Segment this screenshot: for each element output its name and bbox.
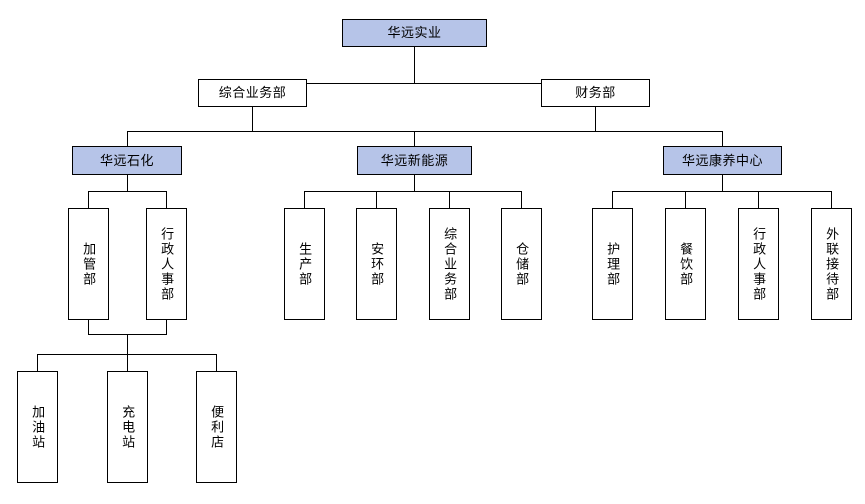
connector-newenergy-stem <box>414 174 415 191</box>
connector-drop-convenience-store <box>216 354 217 371</box>
node-division-healthcare[interactable]: 华远康养中心 <box>663 146 782 175</box>
node-staff-finance[interactable]: 财务部 <box>541 79 650 107</box>
node-petrochem-fuel-management[interactable]: 加管部 <box>68 208 109 320</box>
connector-drop-hc-admin-hr <box>758 191 759 208</box>
connector-drop-healthcare <box>722 131 723 146</box>
node-healthcare-nursing[interactable]: 护理部 <box>592 208 633 320</box>
node-root-huayuan-industrial[interactable]: 华远实业 <box>342 19 487 47</box>
node-newenergy-general-affairs[interactable]: 综合业务部 <box>429 208 470 320</box>
connector-healthcare-stem <box>722 174 723 191</box>
connector-drop-warehouse <box>521 191 522 208</box>
node-healthcare-catering[interactable]: 餐饮部 <box>665 208 706 320</box>
connector-drop-fuel-mgmt <box>88 191 89 208</box>
node-division-newenergy[interactable]: 华远新能源 <box>357 146 472 175</box>
connector-drop-pc-admin-hr <box>166 191 167 208</box>
connector-petrochem-merge-stem <box>127 334 128 354</box>
connector-petrochem-bus <box>88 191 166 192</box>
connector-drop-safety-env <box>376 191 377 208</box>
connector-general-affairs-down <box>252 106 253 131</box>
connector-drop-liaison <box>831 191 832 208</box>
connector-finance-down <box>595 106 596 131</box>
node-newenergy-warehouse[interactable]: 仓储部 <box>501 208 542 320</box>
connector-division-bus <box>127 131 722 132</box>
connector-drop-ne-general-affairs <box>449 191 450 208</box>
connector-petrochem-stem <box>127 174 128 191</box>
connector-fuel-mgmt-down <box>88 320 89 334</box>
node-petrochem-admin-hr[interactable]: 行政人事部 <box>146 208 187 320</box>
connector-newenergy-bus <box>304 191 521 192</box>
node-division-petrochem[interactable]: 华远石化 <box>72 146 182 175</box>
connector-drop-charging-station <box>127 354 128 371</box>
connector-staff-bus <box>252 83 595 84</box>
connector-pc-admin-hr-down <box>166 320 167 334</box>
connector-healthcare-bus <box>612 191 831 192</box>
node-healthcare-admin-hr[interactable]: 行政人事部 <box>738 208 779 320</box>
connector-drop-gas-station <box>37 354 38 371</box>
connector-drop-catering <box>685 191 686 208</box>
connector-drop-production <box>304 191 305 208</box>
connector-root-stem <box>414 46 415 83</box>
node-outlet-convenience-store[interactable]: 便利店 <box>196 371 237 483</box>
node-healthcare-liaison-reception[interactable]: 外联接待部 <box>811 208 852 320</box>
node-newenergy-safety-environment[interactable]: 安环部 <box>356 208 397 320</box>
node-outlet-charging-station[interactable]: 充电站 <box>107 371 148 483</box>
node-staff-general-affairs[interactable]: 综合业务部 <box>198 79 307 107</box>
connector-drop-nursing <box>612 191 613 208</box>
node-newenergy-production[interactable]: 生产部 <box>284 208 325 320</box>
node-outlet-gas-station[interactable]: 加油站 <box>17 371 58 483</box>
connector-drop-newenergy <box>414 131 415 146</box>
connector-drop-petrochem <box>127 131 128 146</box>
